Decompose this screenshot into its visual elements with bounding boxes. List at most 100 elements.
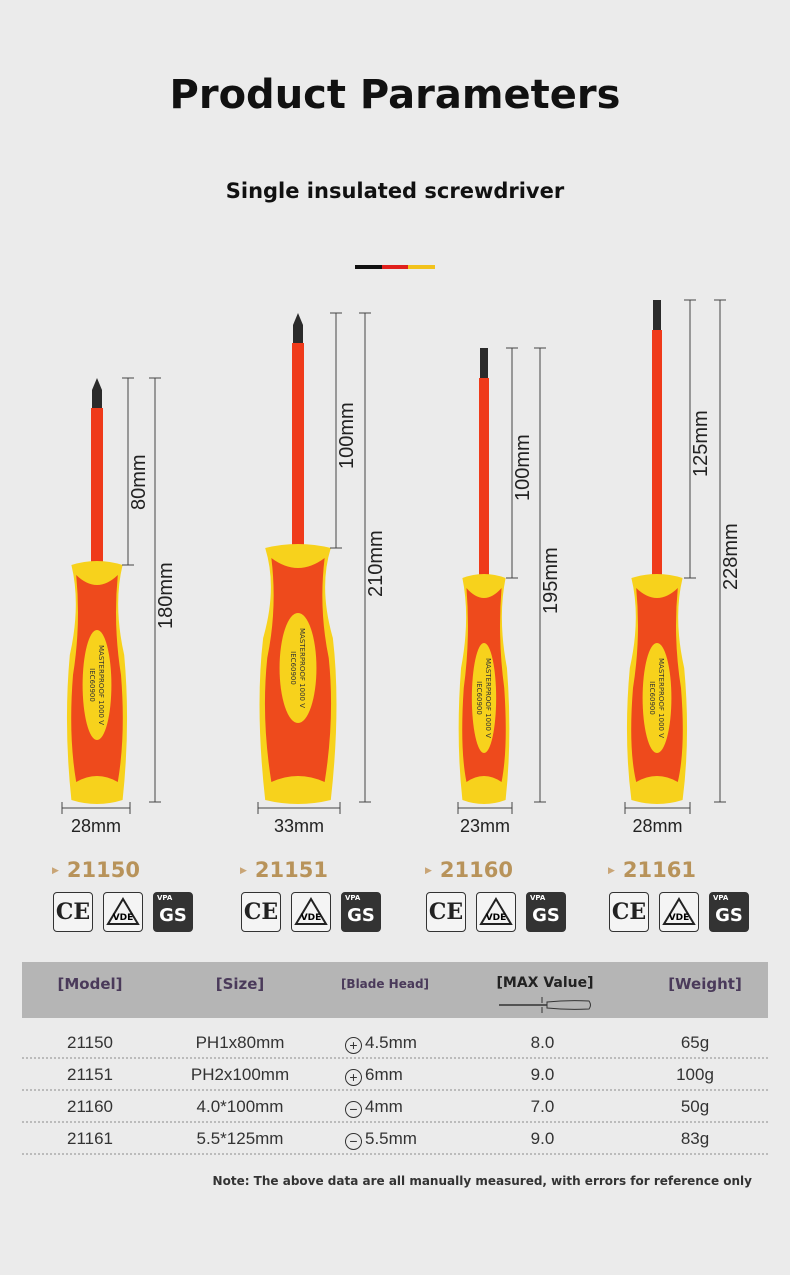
cell-weight: 100g bbox=[676, 1065, 714, 1084]
handle-width-label: 28mm bbox=[632, 816, 683, 836]
row-divider bbox=[22, 1089, 768, 1091]
triangle-bullet-icon: ▶ bbox=[52, 866, 59, 876]
row-divider bbox=[22, 1121, 768, 1123]
handle-standard-text: IEC60900 bbox=[648, 681, 656, 715]
cell-blade-head: +6mm bbox=[345, 1065, 455, 1086]
cell-model: 21161 bbox=[66, 1129, 113, 1148]
cell-size: 4.0*100mm bbox=[196, 1097, 284, 1116]
handle-label-area bbox=[279, 613, 317, 723]
ce-mark-icon: CE bbox=[609, 892, 649, 932]
handle-width-label: 33mm bbox=[273, 816, 324, 836]
handle-print-text: MASTERPROOF 1000 V bbox=[298, 628, 306, 708]
model-label: ▶ 21151 bbox=[240, 858, 328, 882]
phillips-head-icon: + bbox=[345, 1037, 362, 1054]
header-weight: [Weight] bbox=[668, 975, 742, 993]
cell-size: PH1x80mm bbox=[195, 1033, 285, 1052]
handle-label-area bbox=[82, 630, 112, 740]
vde-mark-icon: VDE bbox=[103, 892, 143, 932]
slotted-head-icon: − bbox=[345, 1101, 362, 1118]
cell-size: PH2x100mm bbox=[190, 1065, 290, 1084]
blade-head-size: 6mm bbox=[365, 1065, 403, 1084]
svg-text:VDE: VDE bbox=[486, 913, 507, 923]
ce-mark-icon: CE bbox=[426, 892, 466, 932]
handle-print-text: MASTERPROOF 1000 V bbox=[657, 658, 665, 738]
ce-mark-icon: CE bbox=[241, 892, 281, 932]
vde-mark-icon: VDE bbox=[659, 892, 699, 932]
blade-length-label: 80mm bbox=[128, 453, 150, 510]
cell-model: 21160 bbox=[66, 1097, 113, 1116]
model-number: 21151 bbox=[254, 858, 328, 882]
handle-standard-text: IEC60900 bbox=[289, 651, 297, 685]
model-label: ▶ 21161 bbox=[608, 858, 696, 882]
blade-length-label: 125mm bbox=[690, 410, 712, 477]
cell-blade-head: −4mm bbox=[345, 1097, 455, 1118]
model-label: ▶ 21150 bbox=[52, 858, 140, 882]
vpa-label: VPA bbox=[713, 894, 729, 902]
cell-max-value: 8.0 bbox=[530, 1033, 555, 1052]
vpa-label: VPA bbox=[345, 894, 361, 902]
gs-label: GS bbox=[159, 904, 187, 926]
triangle-bullet-icon: ▶ bbox=[425, 866, 432, 876]
gs-mark-icon: VPA GS bbox=[709, 892, 749, 932]
gs-label: GS bbox=[532, 904, 560, 926]
triangle-bullet-icon: ▶ bbox=[240, 866, 247, 876]
handle-label-area bbox=[642, 643, 672, 753]
vde-mark-icon: VDE bbox=[291, 892, 331, 932]
total-length-label: 195mm bbox=[540, 547, 562, 614]
cell-model: 21150 bbox=[66, 1033, 113, 1052]
blade-head-size: 5.5mm bbox=[365, 1129, 417, 1148]
blade-length-label: 100mm bbox=[336, 401, 358, 469]
triangle-bullet-icon: ▶ bbox=[608, 866, 615, 876]
cell-model: 21151 bbox=[66, 1065, 113, 1084]
cell-max-value: 9.0 bbox=[530, 1065, 555, 1084]
handle-width-label: 23mm bbox=[459, 816, 510, 836]
handle-width-label: 28mm bbox=[70, 816, 121, 836]
model-number: 21161 bbox=[622, 858, 696, 882]
header-max-value: [MAX Value] bbox=[496, 975, 594, 991]
cell-blade-head: +4.5mm bbox=[345, 1033, 455, 1054]
cell-max-value: 7.0 bbox=[530, 1097, 555, 1116]
total-length-label: 210mm bbox=[365, 529, 387, 597]
insulated-shaft bbox=[292, 343, 304, 558]
ce-mark-icon: CE bbox=[53, 892, 93, 932]
blade-tip bbox=[480, 348, 488, 378]
blade-tip bbox=[92, 378, 102, 408]
blade-head-size: 4mm bbox=[365, 1097, 403, 1116]
blade-tip bbox=[653, 300, 661, 330]
gs-label: GS bbox=[715, 904, 743, 926]
model-number: 21160 bbox=[439, 858, 513, 882]
blade-length-label: 100mm bbox=[512, 434, 534, 501]
header-blade-head: [Blade Head] bbox=[340, 977, 430, 991]
blade-head-size: 4.5mm bbox=[365, 1033, 417, 1052]
gs-mark-icon: VPA GS bbox=[153, 892, 193, 932]
svg-text:VDE: VDE bbox=[669, 913, 690, 923]
cell-weight: 50g bbox=[680, 1097, 710, 1116]
handle-label-area bbox=[471, 643, 497, 753]
header-size: [Size] bbox=[215, 975, 265, 993]
blade-tip bbox=[293, 313, 303, 343]
handle-standard-text: IEC60900 bbox=[88, 668, 96, 702]
svg-text:VDE: VDE bbox=[301, 913, 322, 923]
cell-size: 5.5*125mm bbox=[196, 1129, 284, 1148]
vpa-label: VPA bbox=[530, 894, 546, 902]
gs-mark-icon: VPA GS bbox=[526, 892, 566, 932]
header-model: [Model] bbox=[57, 975, 123, 993]
handle-print-text: MASTERPROOF 1000 V bbox=[484, 658, 492, 738]
vpa-label: VPA bbox=[157, 894, 173, 902]
insulated-shaft bbox=[652, 330, 662, 588]
screwdriver-diameter-icon bbox=[499, 997, 591, 1013]
cell-max-value: 9.0 bbox=[530, 1129, 555, 1148]
model-number: 21150 bbox=[66, 858, 140, 882]
gs-mark-icon: VPA GS bbox=[341, 892, 381, 932]
gs-label: GS bbox=[347, 904, 375, 926]
cell-weight: 83g bbox=[680, 1129, 710, 1148]
cell-blade-head: −5.5mm bbox=[345, 1129, 455, 1150]
model-label: ▶ 21160 bbox=[425, 858, 513, 882]
insulated-shaft bbox=[479, 378, 489, 588]
handle-standard-text: IEC60900 bbox=[475, 681, 483, 715]
